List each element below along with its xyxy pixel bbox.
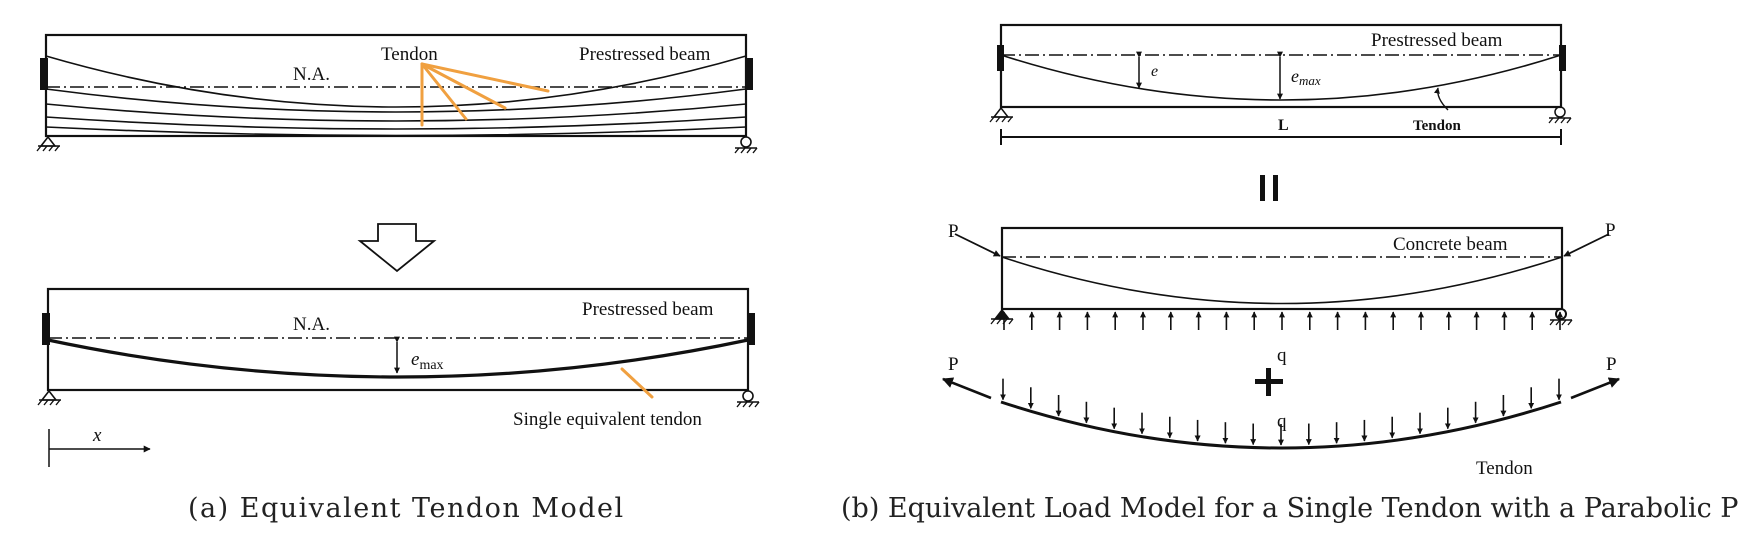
anchor-plate-right [745, 58, 753, 90]
pin-support-left [990, 308, 1014, 325]
q-bottom-label: q [1277, 411, 1287, 432]
anchor-plate-left [997, 45, 1004, 71]
panel-a-top-beam: N.A. Tendon Prestressed beam [36, 33, 758, 154]
caption-b: (b) Equivalent Load Model for a Single T… [841, 493, 1738, 524]
upward-distributed-load [1001, 311, 1563, 330]
tendon-pointer-line [620, 367, 654, 399]
tendon-3 [45, 103, 747, 122]
beam-label: Prestressed beam [1371, 30, 1503, 51]
tendon-label: Tendon [1476, 458, 1533, 479]
tendon-4 [45, 116, 747, 130]
p-force-arrow-right [1563, 233, 1610, 257]
panel-b-middle-beam: Concrete beam P P [948, 220, 1616, 330]
anchor-plate-left [40, 58, 48, 90]
tendon-leader [1434, 87, 1449, 111]
span-label: L [1278, 117, 1289, 134]
tendon-5 [45, 126, 747, 137]
beam-label: Concrete beam [1393, 234, 1508, 255]
panel-b-top-beam: e emax Prestressed beam Tendon L [989, 23, 1572, 145]
tendon-free-body [1000, 400, 1562, 450]
p-force-arrow-left [941, 377, 992, 400]
tendon-label: Tendon [1413, 118, 1461, 134]
emax-label: emax [1291, 66, 1321, 88]
na-label: N.A. [293, 64, 330, 85]
beam-outline [1000, 226, 1564, 311]
anchor-plate-right [1559, 45, 1566, 71]
tendon-2 [45, 88, 747, 113]
roller-support-right [1548, 106, 1572, 124]
caption-a: (a) Equivalent Tendon Model [188, 493, 625, 524]
p-force-arrow-left [954, 233, 1001, 257]
equals-sign [1260, 175, 1278, 201]
transform-arrow-icon [357, 223, 437, 273]
x-label: x [92, 425, 102, 446]
roller-support-right [734, 136, 758, 154]
tendon-parabola [1000, 54, 1562, 101]
tendon-1 [45, 55, 747, 108]
emax-label: emax [411, 349, 444, 373]
downward-distributed-load [1000, 378, 1562, 446]
pin-support-left [37, 389, 61, 406]
pin-support-left [989, 106, 1013, 123]
roller-support-right [736, 390, 760, 408]
na-label: N.A. [293, 314, 330, 335]
panel-b-bottom-tendon: q q P P Tendon [941, 345, 1621, 479]
anchor-plate-right [747, 313, 755, 345]
p-right-label: P [1605, 220, 1616, 241]
anchor-plate-left [42, 313, 50, 345]
p-left-label: P [948, 221, 959, 242]
p-left-label: P [948, 354, 959, 375]
equivalent-tendon [47, 338, 749, 379]
panel-a-bottom-beam: emax N.A. Prestressed beam Single equiva… [37, 287, 760, 467]
tendon-label: Single equivalent tendon [513, 409, 702, 430]
tendon-parabola [1001, 256, 1563, 305]
beam-label: Prestressed beam [579, 44, 711, 65]
roller-support-right [1549, 308, 1573, 326]
beam-label: Prestressed beam [582, 299, 714, 320]
tendon-label: Tendon [381, 44, 438, 65]
pin-support-left [36, 135, 60, 152]
q-top-label: q [1277, 345, 1287, 366]
p-right-label: P [1606, 354, 1617, 375]
p-force-arrow-right [1570, 377, 1621, 400]
plus-sign [1255, 368, 1283, 396]
tendon-pointer-lines [420, 62, 550, 127]
e-label: e [1151, 63, 1158, 80]
